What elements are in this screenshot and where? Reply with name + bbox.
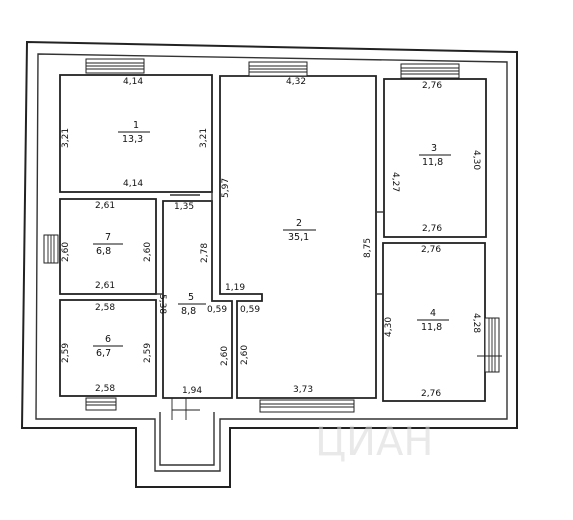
dim-label: 4,14: [123, 77, 143, 87]
dim-label: 8,75: [363, 238, 373, 258]
room-4-number: 4: [430, 308, 436, 319]
dim-label: 3,21: [61, 128, 71, 148]
dim-label: 4,32: [286, 77, 306, 87]
dim-label: 5,38: [157, 294, 167, 314]
room-5-area: 8,8: [181, 306, 196, 317]
dim-label: 2,59: [143, 343, 153, 363]
dim-label: 4,30: [384, 317, 394, 337]
window: [477, 317, 502, 373]
watermark: ЦИАН: [315, 419, 433, 465]
dim-label: 3,21: [199, 128, 209, 148]
outer-wall: [20, 40, 518, 488]
dim-label: 4,30: [471, 150, 481, 170]
dim-label: 0,59: [240, 305, 260, 315]
dim-label: 2,58: [95, 303, 115, 313]
dim-label: 1,94: [182, 386, 202, 396]
dim-label: 2,76: [421, 245, 441, 255]
room-1: [59, 74, 213, 193]
dim-label: 2,61: [95, 201, 115, 211]
room-6: [59, 299, 157, 397]
room-7-area: 6,8: [96, 246, 111, 257]
inner-outer-wall: [35, 53, 508, 472]
room-7-number: 7: [105, 232, 111, 243]
dim-label: 2,59: [61, 343, 71, 363]
window: [85, 58, 145, 74]
dim-label: 0,59: [207, 305, 227, 315]
room-4: [382, 242, 486, 402]
dim-label: 2,76: [421, 389, 441, 399]
window: [85, 397, 117, 411]
window: [248, 61, 308, 77]
room-3: [383, 78, 487, 238]
room-2: [219, 75, 377, 399]
room-1-area: 13,3: [122, 134, 143, 145]
room-6-area: 6,7: [96, 348, 111, 359]
porch: [159, 412, 215, 466]
dim-label: 2,76: [422, 81, 442, 91]
window: [43, 234, 59, 264]
dim-label: 2,58: [95, 384, 115, 394]
dim-label: 1,35: [174, 202, 194, 212]
dim-label: 4,28: [471, 313, 481, 333]
dim-label: 5,97: [221, 178, 231, 198]
room-1-number: 1: [133, 120, 139, 131]
room-2-number: 2: [296, 218, 302, 229]
dim-label: 1,19: [225, 283, 245, 293]
room-3-number: 3: [431, 143, 437, 154]
entrance-door: [171, 398, 200, 420]
dim-label: 2,78: [200, 243, 210, 263]
room-5-number: 5: [188, 292, 194, 303]
dim-label: 4,14: [123, 179, 143, 189]
dim-label: 2,76: [422, 224, 442, 234]
dim-label: 2,61: [95, 281, 115, 291]
dim-label: 2,60: [143, 242, 153, 262]
window: [259, 399, 355, 413]
dim-label: 3,73: [293, 385, 313, 395]
dim-label: 2,60: [61, 242, 71, 262]
room-4-area: 11,8: [421, 322, 442, 333]
dim-label: 2,60: [220, 346, 230, 366]
dim-label: 4,27: [390, 172, 400, 192]
window: [400, 63, 460, 79]
room-7: [59, 198, 157, 295]
room-2-area: 35,1: [288, 232, 309, 243]
dim-label: 2,60: [240, 345, 250, 365]
room-3-area: 11,8: [422, 157, 443, 168]
room-6-number: 6: [105, 334, 111, 345]
